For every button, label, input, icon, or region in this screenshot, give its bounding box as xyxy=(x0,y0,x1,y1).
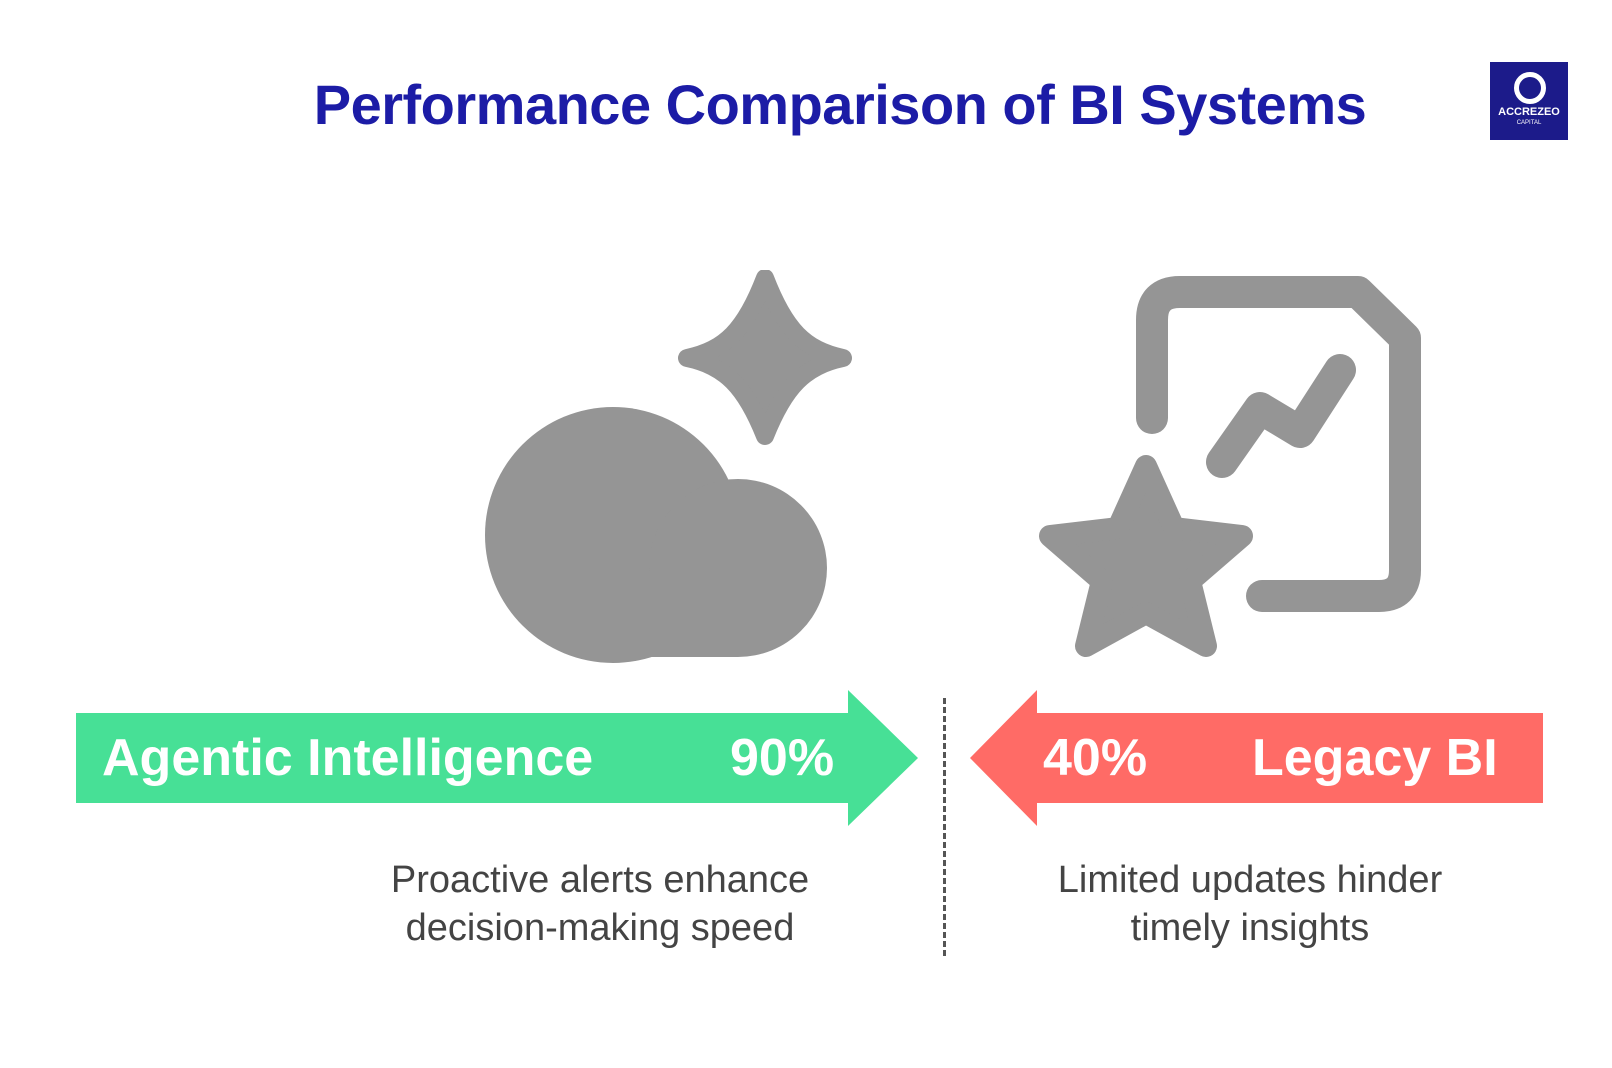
logo-ring-icon xyxy=(1514,72,1546,104)
agentic-arrow xyxy=(76,690,918,826)
page-title: Performance Comparison of BI Systems xyxy=(313,73,1367,136)
cloud-sparkle-icon xyxy=(485,270,852,663)
logo-text: ACCREZEO xyxy=(1498,106,1560,118)
center-divider xyxy=(943,698,946,956)
agentic-description: Proactive alerts enhance decision-making… xyxy=(340,856,860,952)
legacy-value: 40% xyxy=(1043,729,1148,787)
logo-subtext: CAPITAL xyxy=(1516,120,1542,126)
legacy-arrow xyxy=(970,690,1543,826)
agentic-label: Agentic Intelligence xyxy=(102,729,594,787)
legacy-label: Legacy BI xyxy=(1252,729,1498,787)
legacy-description: Limited updates hinder timely insights xyxy=(1000,856,1500,952)
legacy-description-line1: Limited updates hinder xyxy=(1057,859,1443,901)
agentic-description-line1: Proactive alerts enhance xyxy=(390,859,810,901)
agentic-description-line2: decision-making speed xyxy=(405,907,795,949)
document-chart-star-icon xyxy=(1039,276,1421,657)
agentic-value: 90% xyxy=(730,729,835,787)
company-logo: ACCREZEO CAPITAL xyxy=(1490,62,1568,140)
legacy-description-line2: timely insights xyxy=(1130,907,1370,949)
